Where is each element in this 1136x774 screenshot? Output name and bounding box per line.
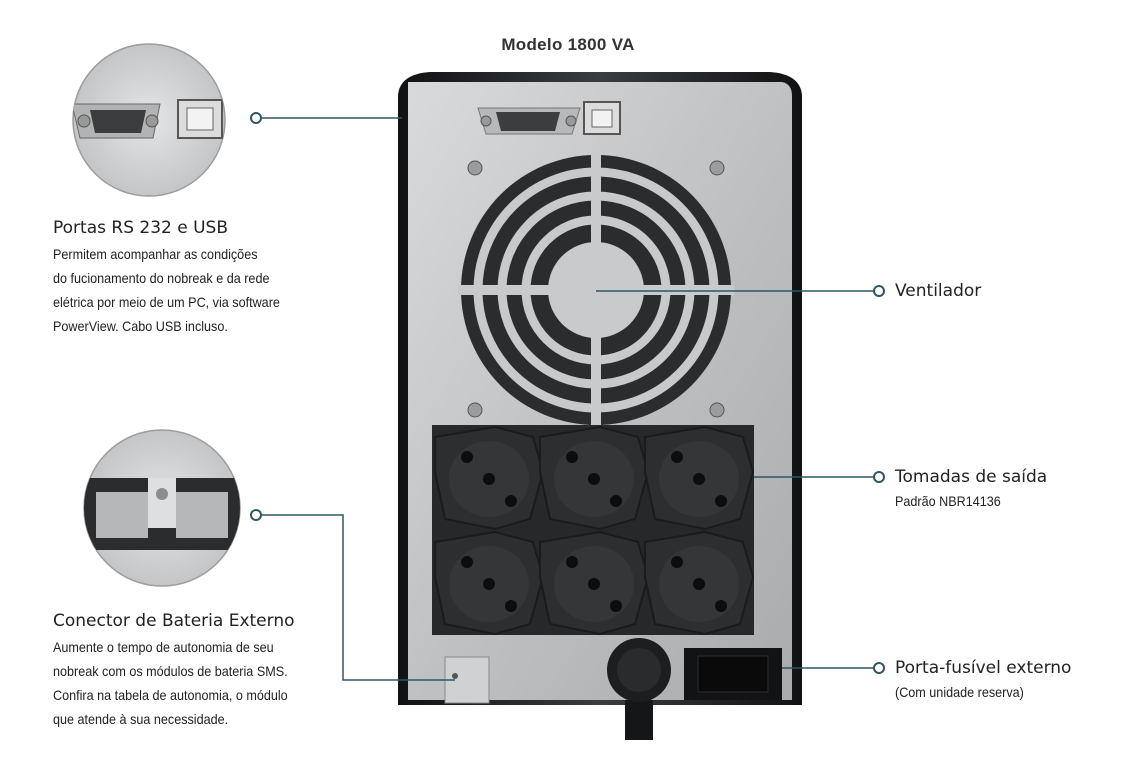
outlets-subtitle: Padrão NBR14136	[895, 493, 1001, 509]
battery-description-line: nobreak com os módulos de bateria SMS.	[53, 663, 288, 679]
ports-heading: Portas RS 232 e USB	[53, 218, 228, 238]
outlet	[539, 531, 649, 635]
fuse-dot	[873, 662, 885, 674]
outlet	[539, 426, 649, 530]
outlets-heading: Tomadas de saída	[895, 467, 1048, 487]
power-cable	[625, 700, 653, 740]
fan-heading: Ventilador	[895, 281, 982, 301]
ports-description-line: Permitem acompanhar as condições	[53, 246, 258, 262]
battery-description-line: Confira na tabela de autonomia, o módulo	[53, 687, 288, 703]
fuse-subtitle: (Com unidade reserva)	[895, 684, 1024, 700]
ports-zoom-circle	[72, 43, 226, 197]
outlet	[644, 531, 754, 635]
outlets-block	[432, 425, 754, 635]
usb-port	[583, 101, 621, 135]
battery-zoom-circle	[83, 429, 241, 587]
outlet	[644, 426, 754, 530]
fan-dot	[873, 285, 885, 297]
outlets-dot	[873, 471, 885, 483]
fuse-heading: Porta-fusível externo	[895, 658, 1072, 678]
leader-dots	[250, 112, 885, 674]
fan-grille	[458, 152, 734, 428]
ports-description-line: elétrica por meio de um PC, via software	[53, 294, 280, 310]
fuse-holder	[684, 648, 782, 700]
battery-heading: Conector de Bateria Externo	[53, 611, 295, 631]
battery-dot	[250, 509, 262, 521]
leader-lines	[262, 117, 873, 681]
serial-port	[477, 107, 581, 135]
diagram-title: Modelo 1800 VA	[501, 35, 635, 54]
outlet	[434, 531, 544, 635]
ports-description-line: PowerView. Cabo USB incluso.	[53, 318, 228, 334]
ports-description-line: do fucionamento do nobreak e da rede	[53, 270, 270, 286]
battery-leader-line	[262, 514, 455, 681]
battery-description-line: que atende à sua necessidade.	[53, 711, 229, 727]
battery-description: Aumente o tempo de autonomia de seu nobr…	[53, 635, 288, 731]
battery-description-line: Aumente o tempo de autonomia de seu	[53, 639, 274, 655]
outlet	[434, 426, 544, 530]
ports-description: Permitem acompanhar as condições do fuci…	[53, 242, 280, 338]
ports-dot	[250, 112, 262, 124]
fan-screws	[467, 160, 725, 418]
